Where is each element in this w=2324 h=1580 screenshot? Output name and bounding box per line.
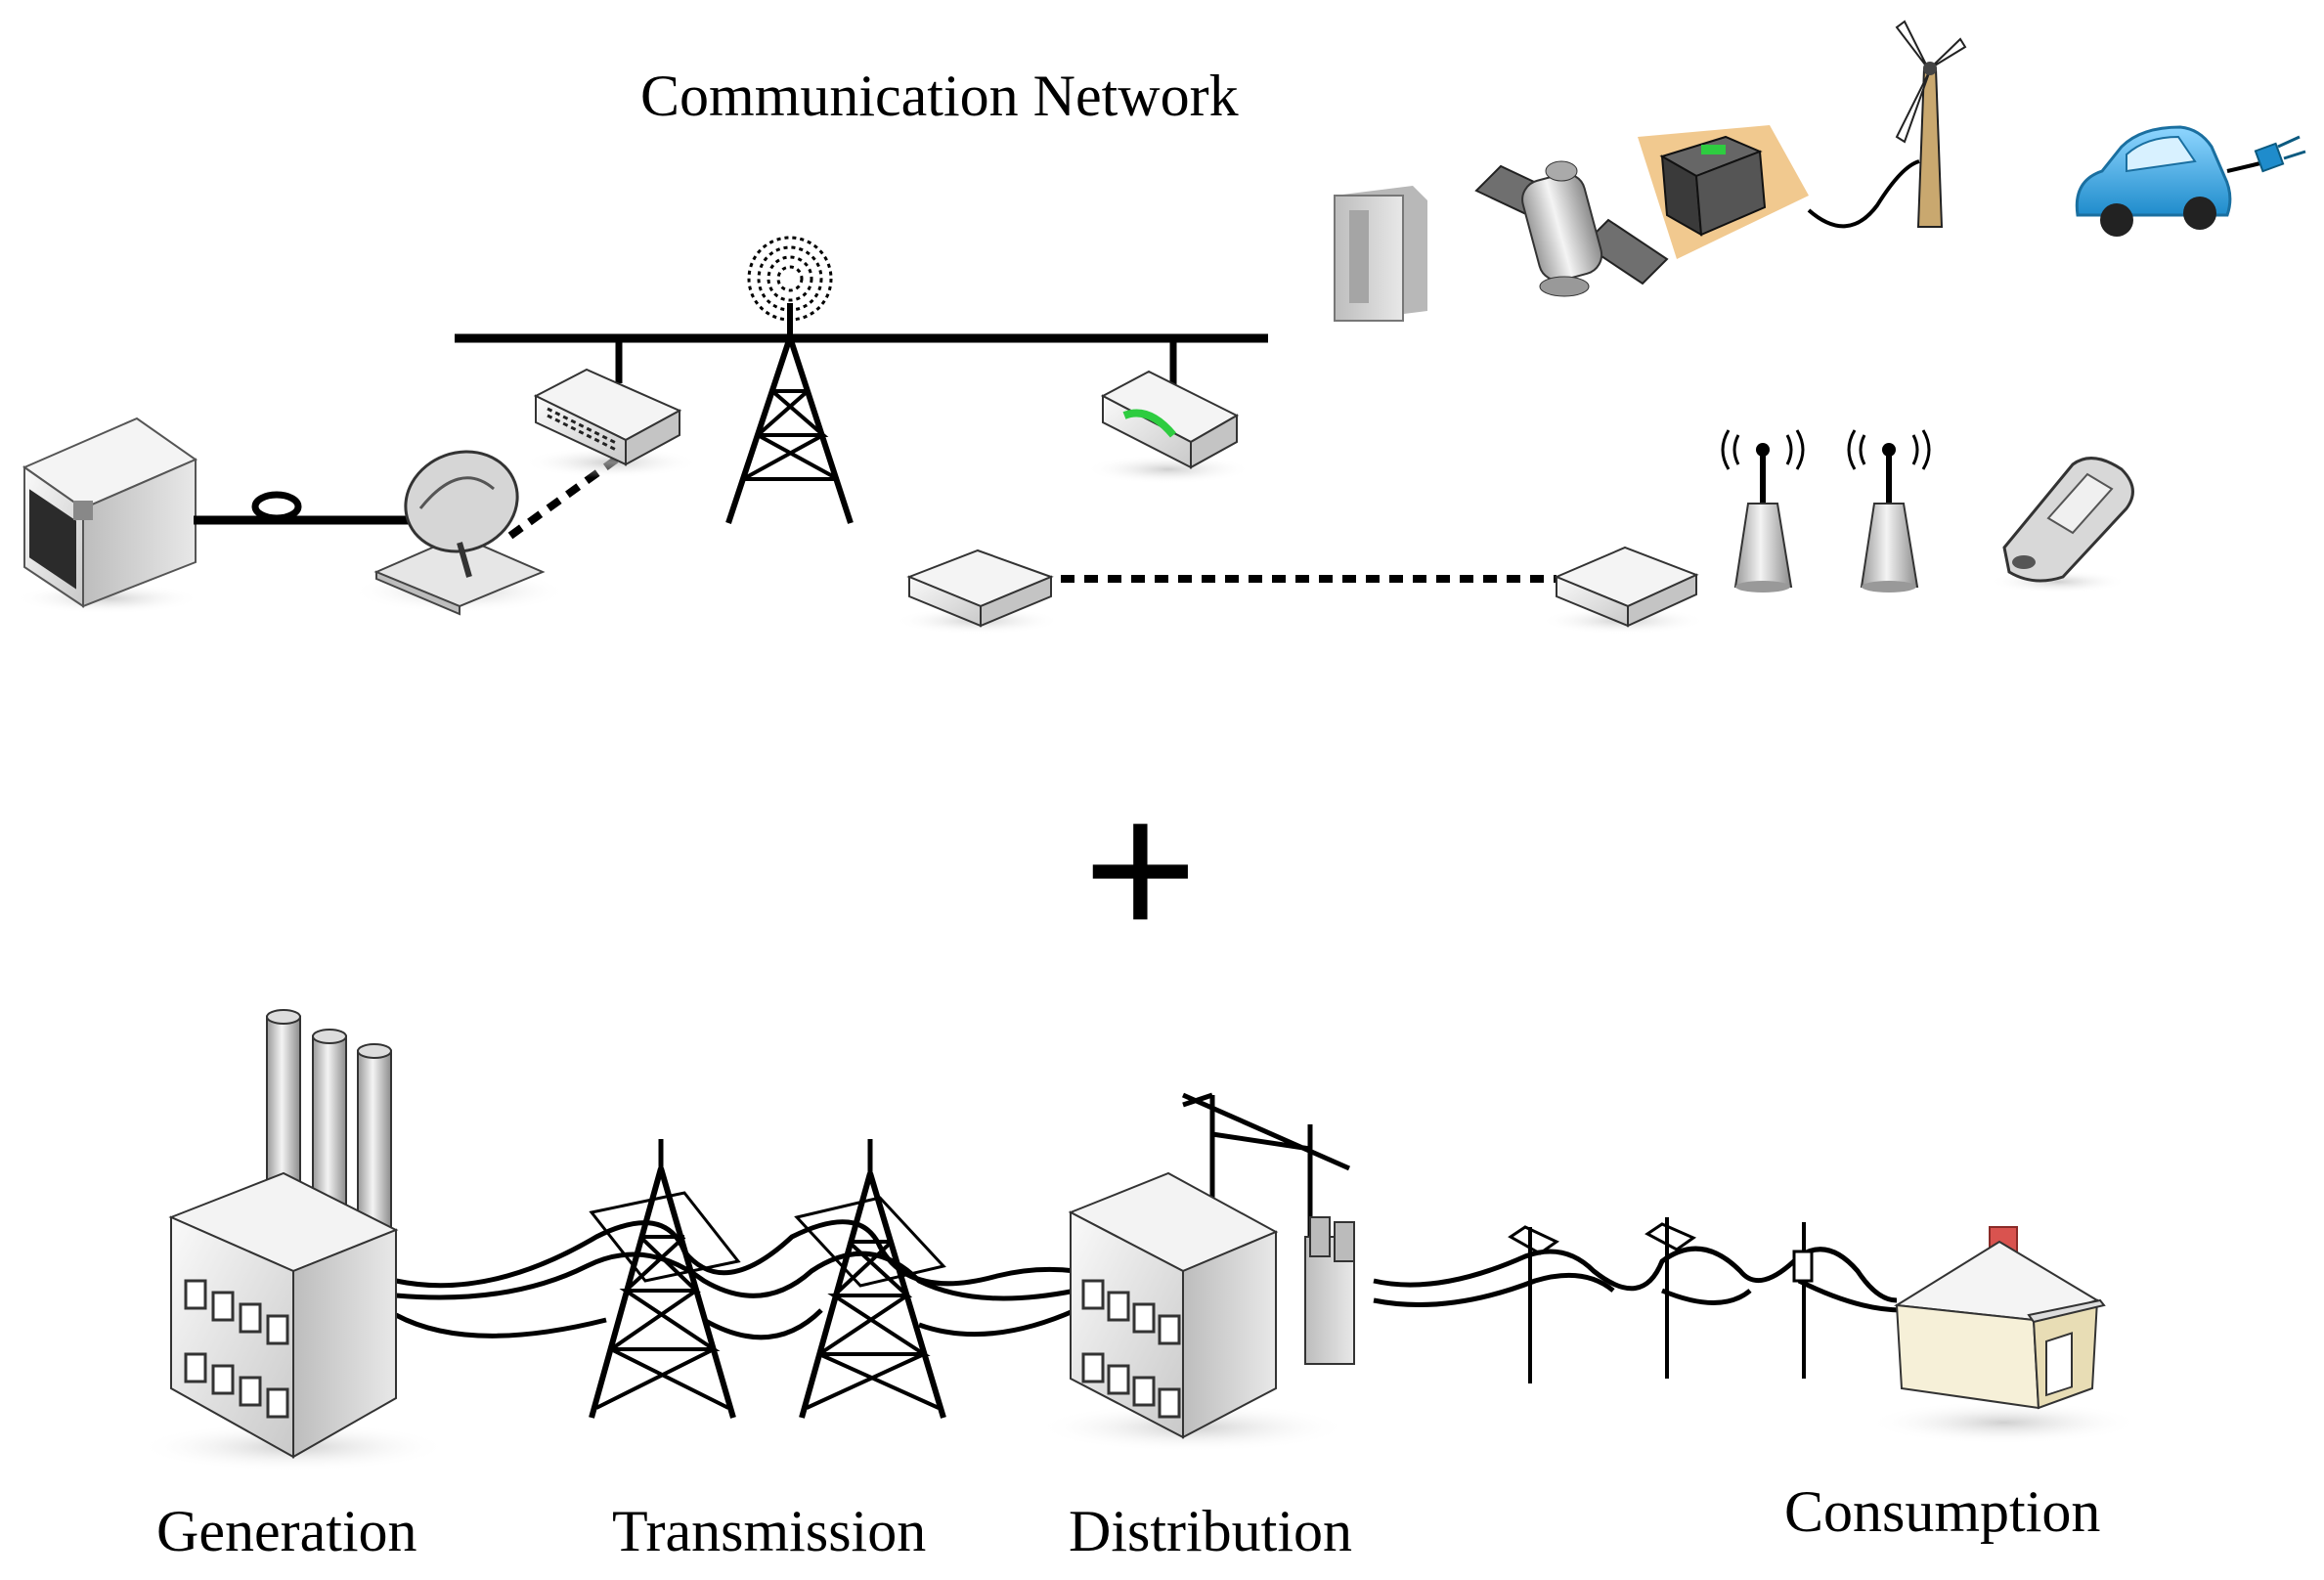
battery-cable (1807, 159, 1920, 229)
power-plant-icon (137, 1009, 450, 1471)
stage-label-distribution: Distribution (1069, 1499, 1353, 1563)
modem-icon (895, 549, 1061, 635)
distribution-line (1373, 1246, 1898, 1303)
satellite-icon (1474, 160, 1669, 297)
distribution-line (1373, 1272, 1903, 1313)
server-icon (15, 417, 200, 614)
switch-icon (523, 368, 699, 478)
transmission-tower-icon (794, 1139, 946, 1419)
satellite-dish-icon (352, 450, 567, 616)
wireless-ap-icon (1721, 429, 1805, 592)
stage-label-generation: Generation (156, 1499, 417, 1563)
modem-icon (1540, 546, 1706, 635)
transmission-tower-icon (589, 1139, 741, 1419)
battery-icon (1638, 125, 1809, 259)
power-line (395, 1251, 1076, 1301)
utility-pole-icon (1792, 1222, 1814, 1379)
page-title: Communication Network (640, 64, 1239, 128)
house-icon (1867, 1226, 2141, 1444)
stage-label-consumption: Consumption (1784, 1479, 2101, 1544)
radio-tower-icon (725, 236, 854, 524)
plus-operator: + (1083, 761, 1198, 979)
wind-turbine-icon (1895, 20, 1967, 228)
power-line (395, 1219, 1076, 1289)
utility-pole-icon (1644, 1217, 1697, 1379)
utility-pole-icon (1508, 1225, 1559, 1383)
wireless-ap-icon (1847, 429, 1931, 592)
electric-car-icon (2075, 125, 2306, 237)
power-line (394, 1307, 1077, 1340)
mobile-phone-icon (1990, 457, 2134, 593)
cabinet-icon (1334, 186, 1427, 322)
router-icon (1085, 370, 1251, 484)
fiber-loop-icon (251, 491, 302, 522)
substation-icon (1036, 1092, 1355, 1452)
stage-label-transmission: Transmission (612, 1499, 927, 1563)
